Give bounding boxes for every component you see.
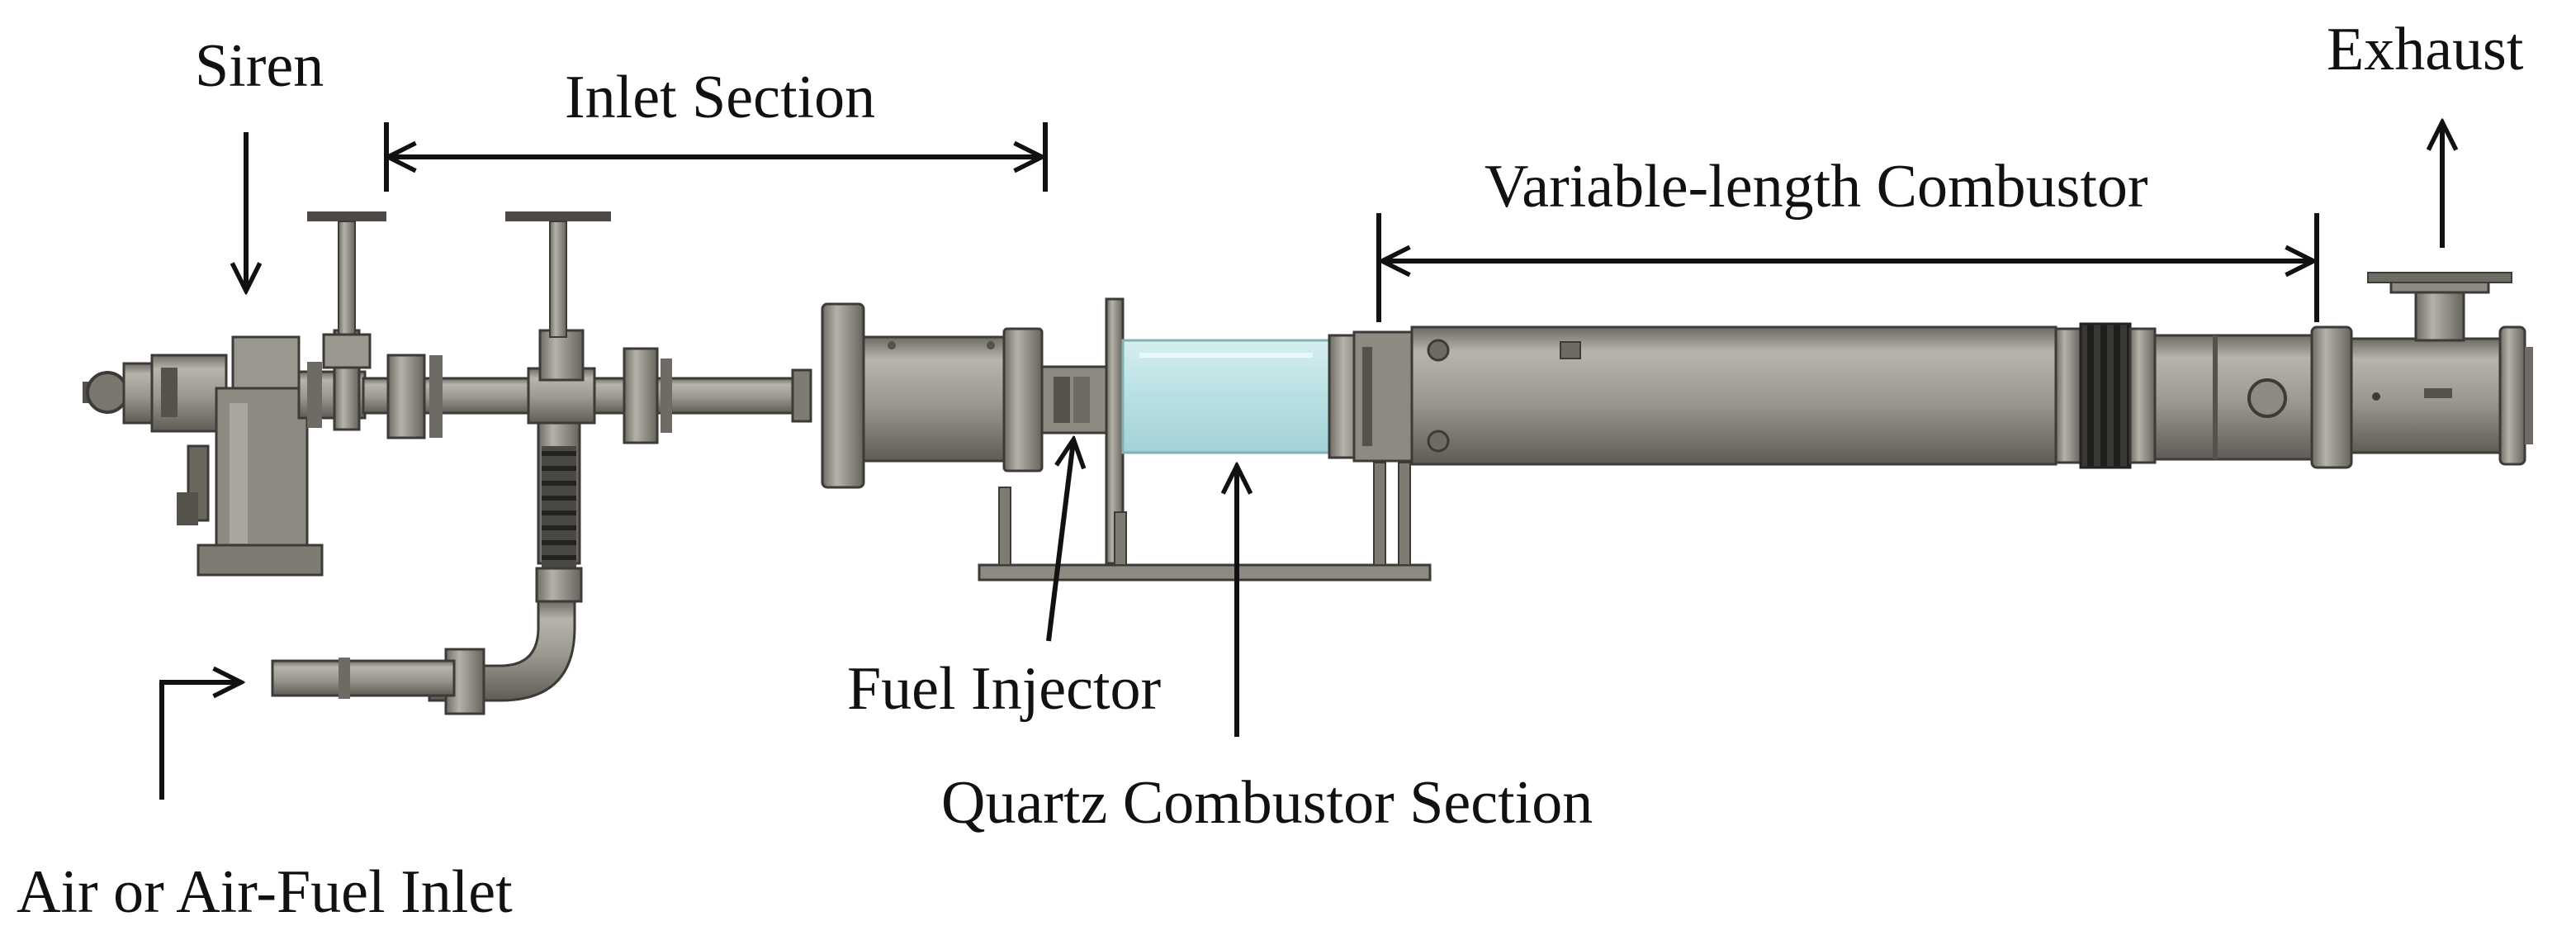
fuel-injector-arrow [1046,441,1073,642]
label-fuel-injector: Fuel Injector [847,655,1161,723]
support-stand [978,462,1432,582]
label-air-inlet: Air or Air-Fuel Inlet [17,858,513,926]
label-siren: Siren [195,32,324,100]
quartz-combustor-section [1121,339,1331,454]
air-inlet-piping [271,421,583,715]
label-inlet-section: Inlet Section [565,64,875,131]
label-quartz-combustor-section: Quartz Combustor Section [941,769,1593,837]
annotation-arrows [159,122,2442,800]
siren-assembly [83,335,367,577]
plenum-section [821,302,1044,489]
variable-length-combustor-body [1328,322,2353,469]
inlet-pipe-run [307,211,812,444]
fuel-injector-block [1040,297,1125,565]
air-inlet-arrow [159,682,239,800]
label-variable-length-combustor: Variable-length Combustor [1485,153,2148,221]
label-exhaust: Exhaust [2327,16,2524,83]
exhaust-section [2350,272,2533,466]
